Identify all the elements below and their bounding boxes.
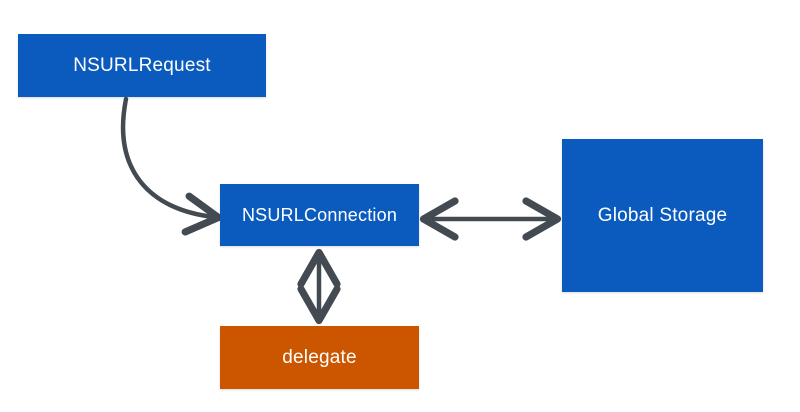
node-global-storage: Global Storage	[562, 139, 763, 292]
node-nsurlrequest: NSURLRequest	[18, 34, 266, 97]
node-nsurlconnection: NSURLConnection	[220, 184, 419, 246]
edge-request-to-connection	[120, 96, 223, 236]
node-label: Global Storage	[597, 204, 728, 226]
node-label: NSURLConnection	[241, 204, 398, 225]
node-label: NSURLRequest	[73, 54, 211, 76]
node-label: delegate	[282, 346, 357, 368]
node-delegate: delegate	[220, 326, 419, 389]
